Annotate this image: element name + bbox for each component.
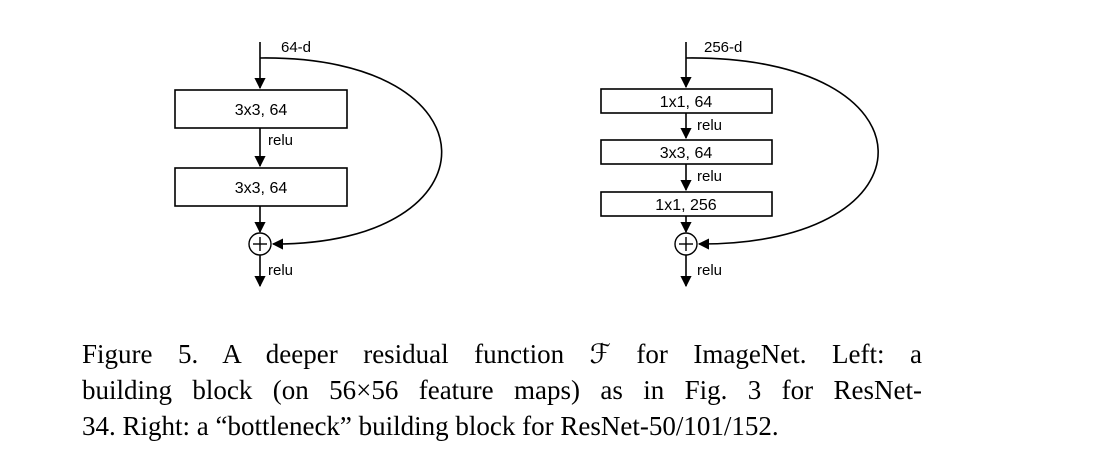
residual-blocks-diagram: 64-d 3x3, 64 relu 3x3, 64 relu 256-d 1x1… xyxy=(174,39,879,288)
left-relu-out: relu xyxy=(268,262,293,279)
right-relu-1: relu xyxy=(697,117,722,134)
figure-caption: Figure 5. A deeper residual function ℱ f… xyxy=(82,336,942,444)
caption-line-2: building block (on 56×56 feature maps) a… xyxy=(82,375,922,405)
right-shortcut-arrow xyxy=(685,57,879,250)
right-box-1-label: 1x1, 64 xyxy=(660,94,713,111)
right-input-label: 256-d xyxy=(704,39,742,56)
caption-line-3: 34. Right: a “bottleneck” building block… xyxy=(82,411,779,441)
right-relu-out: relu xyxy=(697,262,722,279)
left-box-2-label: 3x3, 64 xyxy=(235,180,288,197)
left-input-label: 64-d xyxy=(281,39,311,56)
left-relu-mid: relu xyxy=(268,132,293,149)
right-relu-2: relu xyxy=(697,168,722,185)
right-box-2-label: 3x3, 64 xyxy=(660,145,713,162)
right-box-3-label: 1x1, 256 xyxy=(655,197,716,214)
left-box-2 xyxy=(174,167,348,207)
caption-line-1: Figure 5. A deeper residual function ℱ f… xyxy=(82,339,922,369)
left-building-block: 64-d 3x3, 64 relu 3x3, 64 relu xyxy=(174,39,443,288)
right-box-2 xyxy=(600,139,773,165)
left-box-1-label: 3x3, 64 xyxy=(235,102,288,119)
right-bottleneck-block: 256-d 1x1, 64 relu 3x3, 64 relu 1x1, 256… xyxy=(600,39,879,288)
left-shortcut-arrow xyxy=(259,57,443,250)
left-box-1 xyxy=(174,89,348,129)
